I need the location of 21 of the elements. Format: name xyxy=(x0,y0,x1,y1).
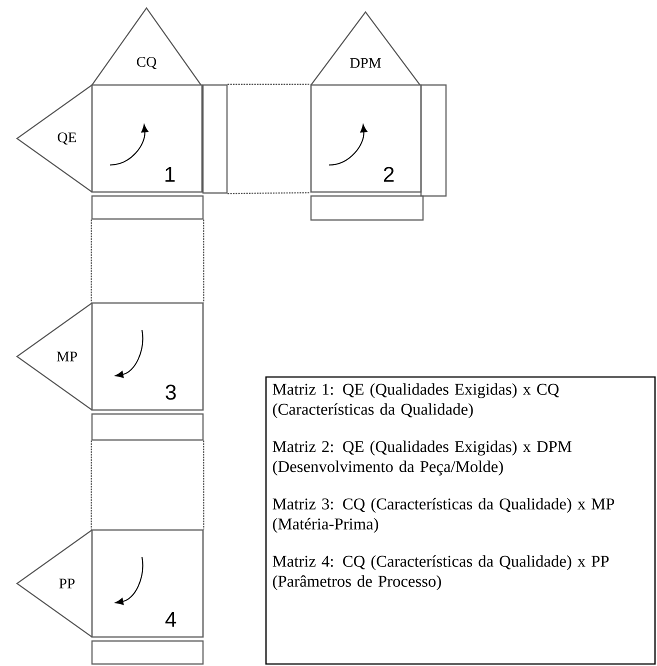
legend-text: Matriz 4: CQ (Características da Qualidade) x PP (Parâmetros de Processo) xyxy=(272,555,609,590)
dotted-line xyxy=(203,220,204,302)
legend-text: Matriz 2: QE (Qualidades Exigidas) x DPM (Desenvolvimento da Peça/Molde) xyxy=(272,440,572,476)
matrix-square: 1 xyxy=(91,84,203,193)
empty-box xyxy=(91,195,204,220)
matrix-square: 2 xyxy=(310,84,422,193)
dotted-line xyxy=(228,84,310,85)
matrix-square: 4 xyxy=(91,529,204,638)
empty-box xyxy=(420,84,447,197)
empty-box xyxy=(91,640,204,665)
dotted-line xyxy=(228,192,310,194)
empty-box xyxy=(310,195,424,221)
dotted-line xyxy=(90,220,92,302)
dotted-line xyxy=(90,440,92,530)
legend-text: Matriz 1: QE (Qualidades Exigidas) x CQ (Características da Qualidade) xyxy=(272,383,559,418)
empty-box xyxy=(91,413,204,441)
legend-text: Matriz 3: CQ (Características da Qualidade) x MP (Matéria-Prima) xyxy=(272,498,614,533)
text-box xyxy=(265,376,656,665)
matrix-square: 3 xyxy=(91,302,204,411)
dotted-line xyxy=(203,440,204,530)
empty-box xyxy=(202,84,228,194)
